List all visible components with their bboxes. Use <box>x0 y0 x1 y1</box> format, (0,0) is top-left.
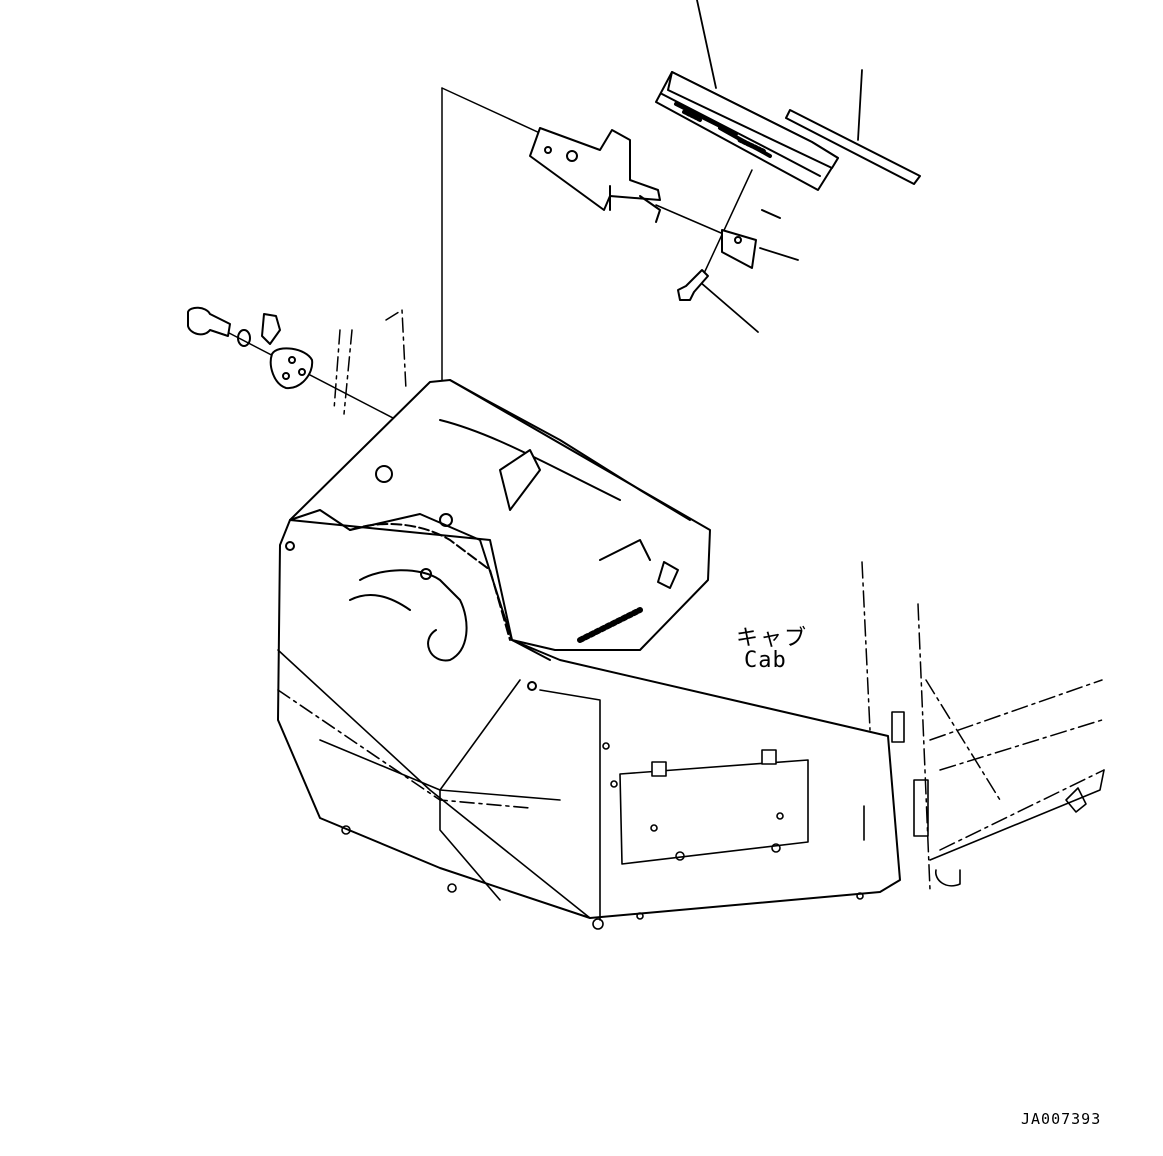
cab-label-japanese: キャブ <box>736 626 809 651</box>
left-mount-parts <box>187 306 314 390</box>
right-rail <box>891 711 1105 887</box>
cab-frame <box>861 561 1105 891</box>
drawing-number: JA007393 <box>1021 1110 1102 1128</box>
monitor-unit <box>655 71 839 191</box>
bolt <box>677 269 709 301</box>
monitor-bracket <box>529 127 781 269</box>
cab-label-english: Cab <box>744 648 787 673</box>
dashed-side-panel <box>333 309 407 415</box>
console-body <box>277 379 901 919</box>
monitor-cover-strip <box>785 109 921 185</box>
leader-lines <box>696 0 863 333</box>
lower-cover <box>277 649 865 930</box>
